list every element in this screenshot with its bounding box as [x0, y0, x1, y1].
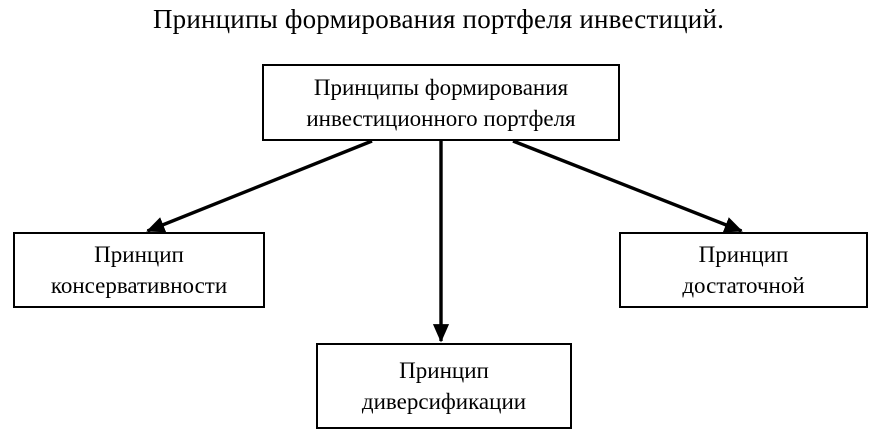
node-root-line-1: Принципы формирования [313, 74, 569, 100]
node-sufficient-line-2: достаточной [682, 273, 805, 298]
edge-root-to-conservatism [146, 139, 373, 233]
node-sufficient-liquidity: Принцип достаточной [619, 232, 868, 308]
node-conservatism-line-2: консервативности [50, 273, 228, 298]
node-diversification: Принцип диверсификации [316, 343, 572, 429]
node-root-line-2: инвестиционного портфеля [306, 105, 576, 131]
page-title: Принципы формирования портфеля инвестици… [152, 4, 725, 34]
node-conservatism: Принцип консервативности [13, 232, 265, 308]
node-sufficient-line-1: Принцип [698, 242, 789, 267]
node-root-principles: Принципы формирования инвестиционного по… [262, 64, 620, 141]
node-conservatism-line-1: Принцип [94, 242, 184, 267]
edge-root-to-sufficient [512, 139, 743, 233]
node-diversification-line-1: Принцип [399, 358, 489, 383]
node-diversification-line-2: диверсификации [361, 389, 527, 414]
